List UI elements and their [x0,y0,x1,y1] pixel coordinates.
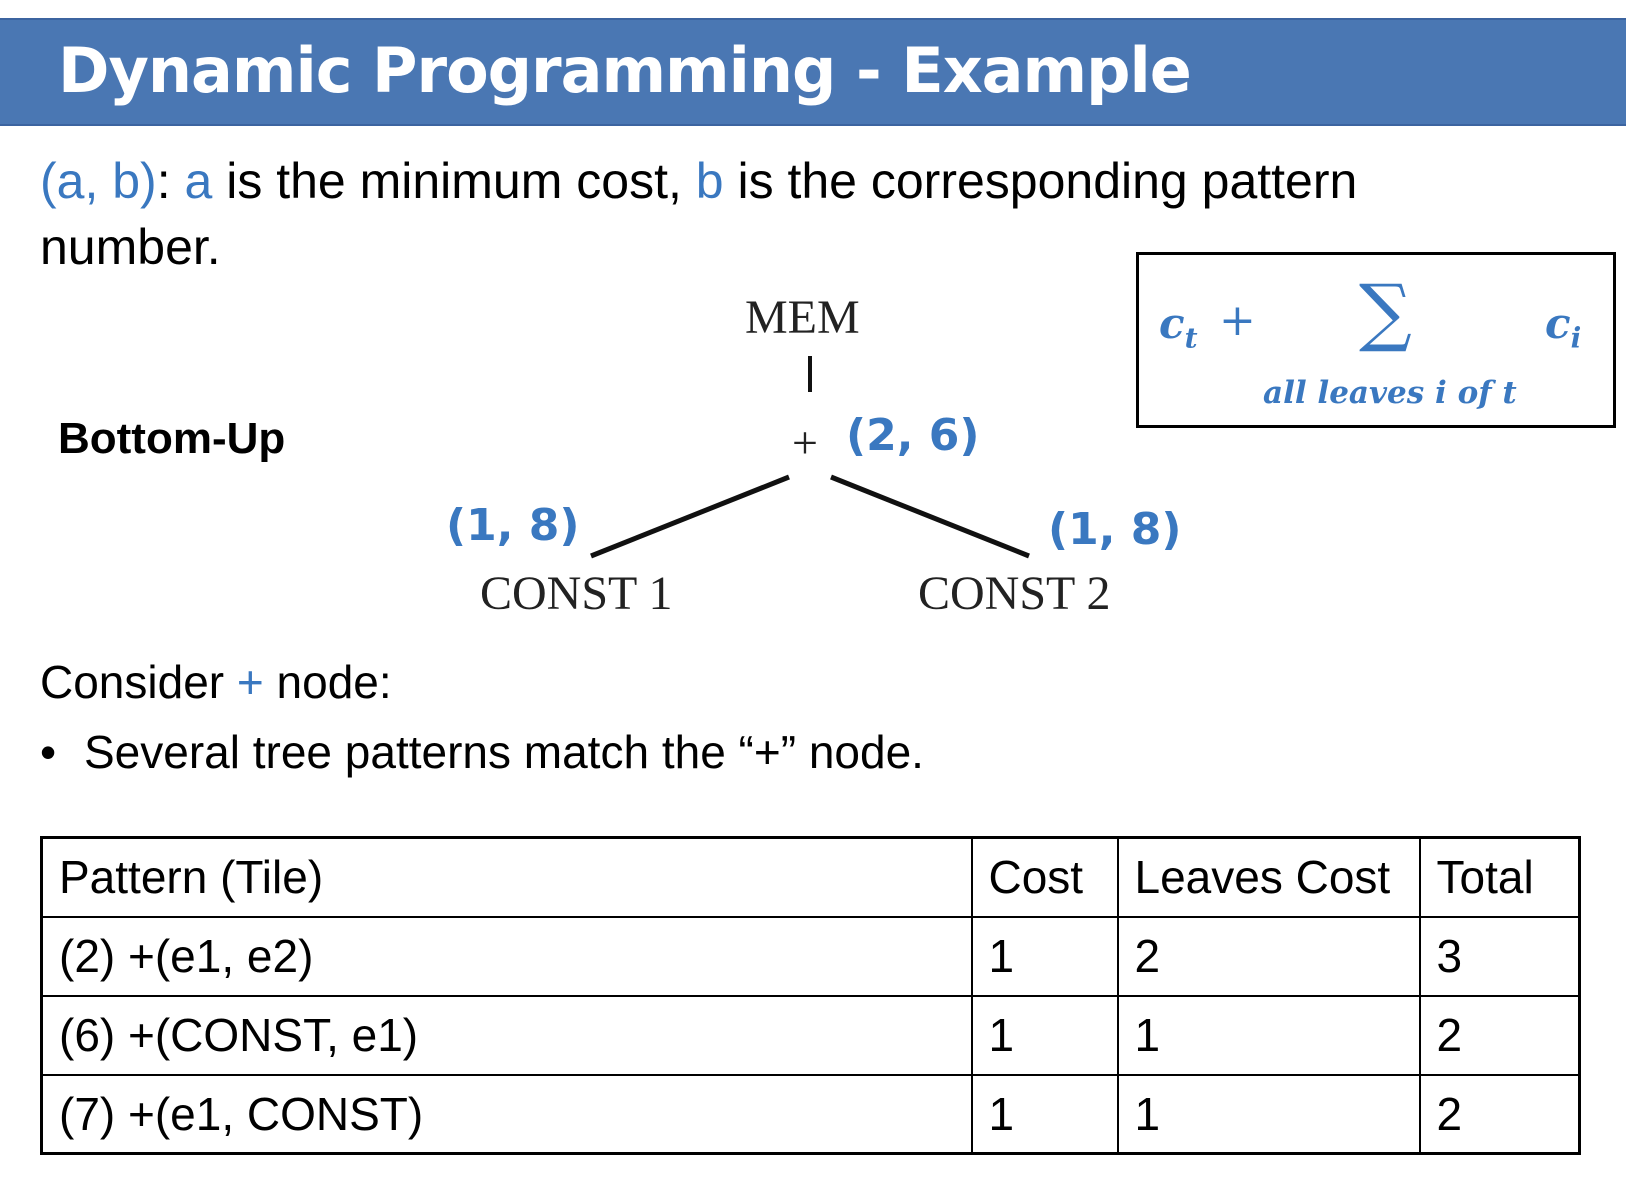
edge-plus-left [590,474,790,559]
cell-cost: 1 [970,994,1119,1076]
intro-b: b [695,153,724,209]
tree-node-plus: + [792,417,818,468]
tree-pair-left: (1, 8) [446,500,580,551]
cell-pattern: (6) +(CONST, e1) [40,994,973,1076]
cell-cost: 1 [970,915,1119,997]
slide-title: Dynamic Programming - Example [58,34,1192,107]
header-leaves-cost: Leaves Cost [1116,836,1421,918]
intro-text-2: is the corresponding pattern number. [40,153,1358,275]
cell-pattern: (2) +(e1, e2) [40,915,973,997]
edge-plus-right [830,474,1030,559]
bottom-up-label: Bottom-Up [58,414,286,463]
table-row: (7) +(e1, CONST) 1 1 2 [40,1073,1581,1155]
formula-plus: + [1219,295,1256,346]
intro-pair: (a, b) [40,153,157,209]
table-header-row: Pattern (Tile) Cost Leaves Cost Total [40,836,1581,918]
bullet-item: • Several tree patterns match the “+” nod… [40,725,924,779]
intro-paragraph: (a, b): a is the minimum cost, b is the … [40,148,1540,280]
cell-leaves-cost: 2 [1116,915,1421,997]
cost-formula-box: ct + ∑ ci all leaves i of t [1136,252,1616,428]
header-total: Total [1418,836,1581,918]
intro-text-1: is the minimum cost, [212,153,696,209]
header-pattern: Pattern (Tile) [40,836,973,918]
title-bar: Dynamic Programming - Example [0,18,1626,126]
tree-pair-plus: (2, 6) [846,410,980,461]
bullet-symbol: • [40,726,57,778]
cell-total: 2 [1418,994,1581,1076]
cell-leaves-cost: 1 [1116,994,1421,1076]
cell-total: 2 [1418,1073,1581,1155]
intro-colon: : [156,153,185,209]
tree-pair-right: (1, 8) [1048,504,1182,555]
tree-node-mem: MEM [745,291,860,344]
formula-ci: ci [1545,299,1582,355]
cell-leaves-cost: 1 [1116,1073,1421,1155]
tree-node-const-2: CONST 2 [918,567,1111,620]
bullet-text: Several tree patterns match the “+” node… [84,726,924,778]
cell-cost: 1 [970,1073,1119,1155]
tree-node-const-1: CONST 1 [480,567,673,620]
pattern-cost-table: Pattern (Tile) Cost Leaves Cost Total (2… [40,836,1581,1155]
table-row: (2) +(e1, e2) 1 2 3 [40,915,1581,997]
formula-ct: ct [1159,299,1198,355]
header-cost: Cost [970,836,1119,918]
cell-pattern: (7) +(e1, CONST) [40,1073,973,1155]
consider-heading: Consider + node: [40,656,392,708]
intro-a: a [184,153,213,209]
cell-total: 3 [1418,915,1581,997]
table-row: (6) +(CONST, e1) 1 1 2 [40,994,1581,1076]
formula-sigma: ∑ [1359,269,1412,355]
formula-under-sum: all leaves i of t [1263,375,1517,411]
